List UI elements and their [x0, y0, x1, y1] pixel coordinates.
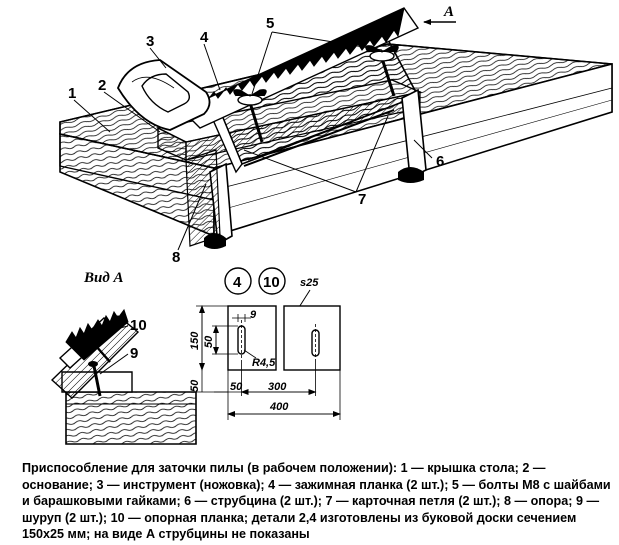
detail-slot-spacing: 300 [268, 381, 287, 393]
detail-radius: R4,5 [252, 357, 276, 369]
support-block [185, 149, 221, 247]
view-a-title: Вид А [83, 270, 124, 286]
clamp-right [398, 88, 427, 183]
detail-height-total: 150 [189, 331, 201, 350]
label-2: 2 [98, 77, 106, 94]
label-4: 4 [200, 29, 209, 46]
label-7: 7 [358, 191, 366, 208]
view-a: Вид А 10 9 [50, 270, 197, 445]
label-arrow-a: А [443, 4, 454, 20]
label-1: 1 [68, 85, 76, 102]
detail-circle-10: 10 [263, 274, 280, 291]
figure-caption: Приспособление для заточки пилы (в рабоч… [22, 461, 611, 542]
card-hinge [243, 105, 395, 167]
detail-slot-width: 9 [250, 309, 257, 321]
detail-left-margin: 50 [230, 381, 243, 393]
label-8: 8 [172, 249, 180, 266]
main-view: 1 2 3 4 5 6 7 8 А [59, 4, 613, 266]
technical-drawing: 1 2 3 4 5 6 7 8 А Вид А 10 9 [50, 4, 613, 445]
detail-circle-4: 4 [233, 274, 242, 291]
detail-drawing: 4 10 s25 9 R4,5 150 50 50 [189, 267, 341, 420]
detail-bottom-offset: 50 [189, 379, 201, 392]
leader-lines [73, 31, 433, 251]
wing-bolt-right [365, 45, 399, 97]
label-3: 3 [146, 33, 154, 50]
label-10: 10 [130, 317, 147, 334]
saw-handle [117, 59, 211, 131]
detail-height-part: 50 [203, 335, 215, 348]
detail-thickness: s25 [300, 277, 319, 289]
wing-bolt-left [233, 89, 267, 143]
label-5: 5 [266, 15, 274, 32]
label-6: 6 [436, 153, 444, 170]
detail-total-length: 400 [269, 401, 289, 413]
label-9: 9 [130, 345, 138, 362]
